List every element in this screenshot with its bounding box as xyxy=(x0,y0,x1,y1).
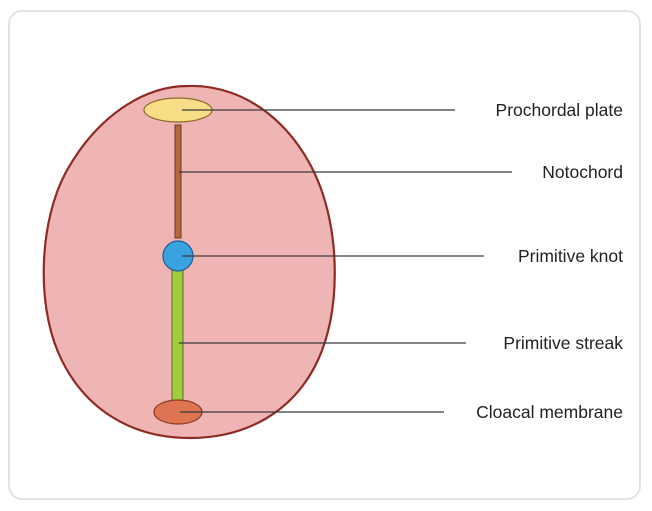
label-cloacal-membrane: Cloacal membrane xyxy=(476,402,623,422)
primitive-streak xyxy=(172,264,183,409)
label-primitive-knot: Primitive knot xyxy=(518,246,623,266)
notochord xyxy=(175,125,181,238)
label-prochordal-plate: Prochordal plate xyxy=(496,100,623,120)
label-notochord: Notochord xyxy=(542,162,623,182)
label-primitive-streak: Primitive streak xyxy=(503,333,623,353)
